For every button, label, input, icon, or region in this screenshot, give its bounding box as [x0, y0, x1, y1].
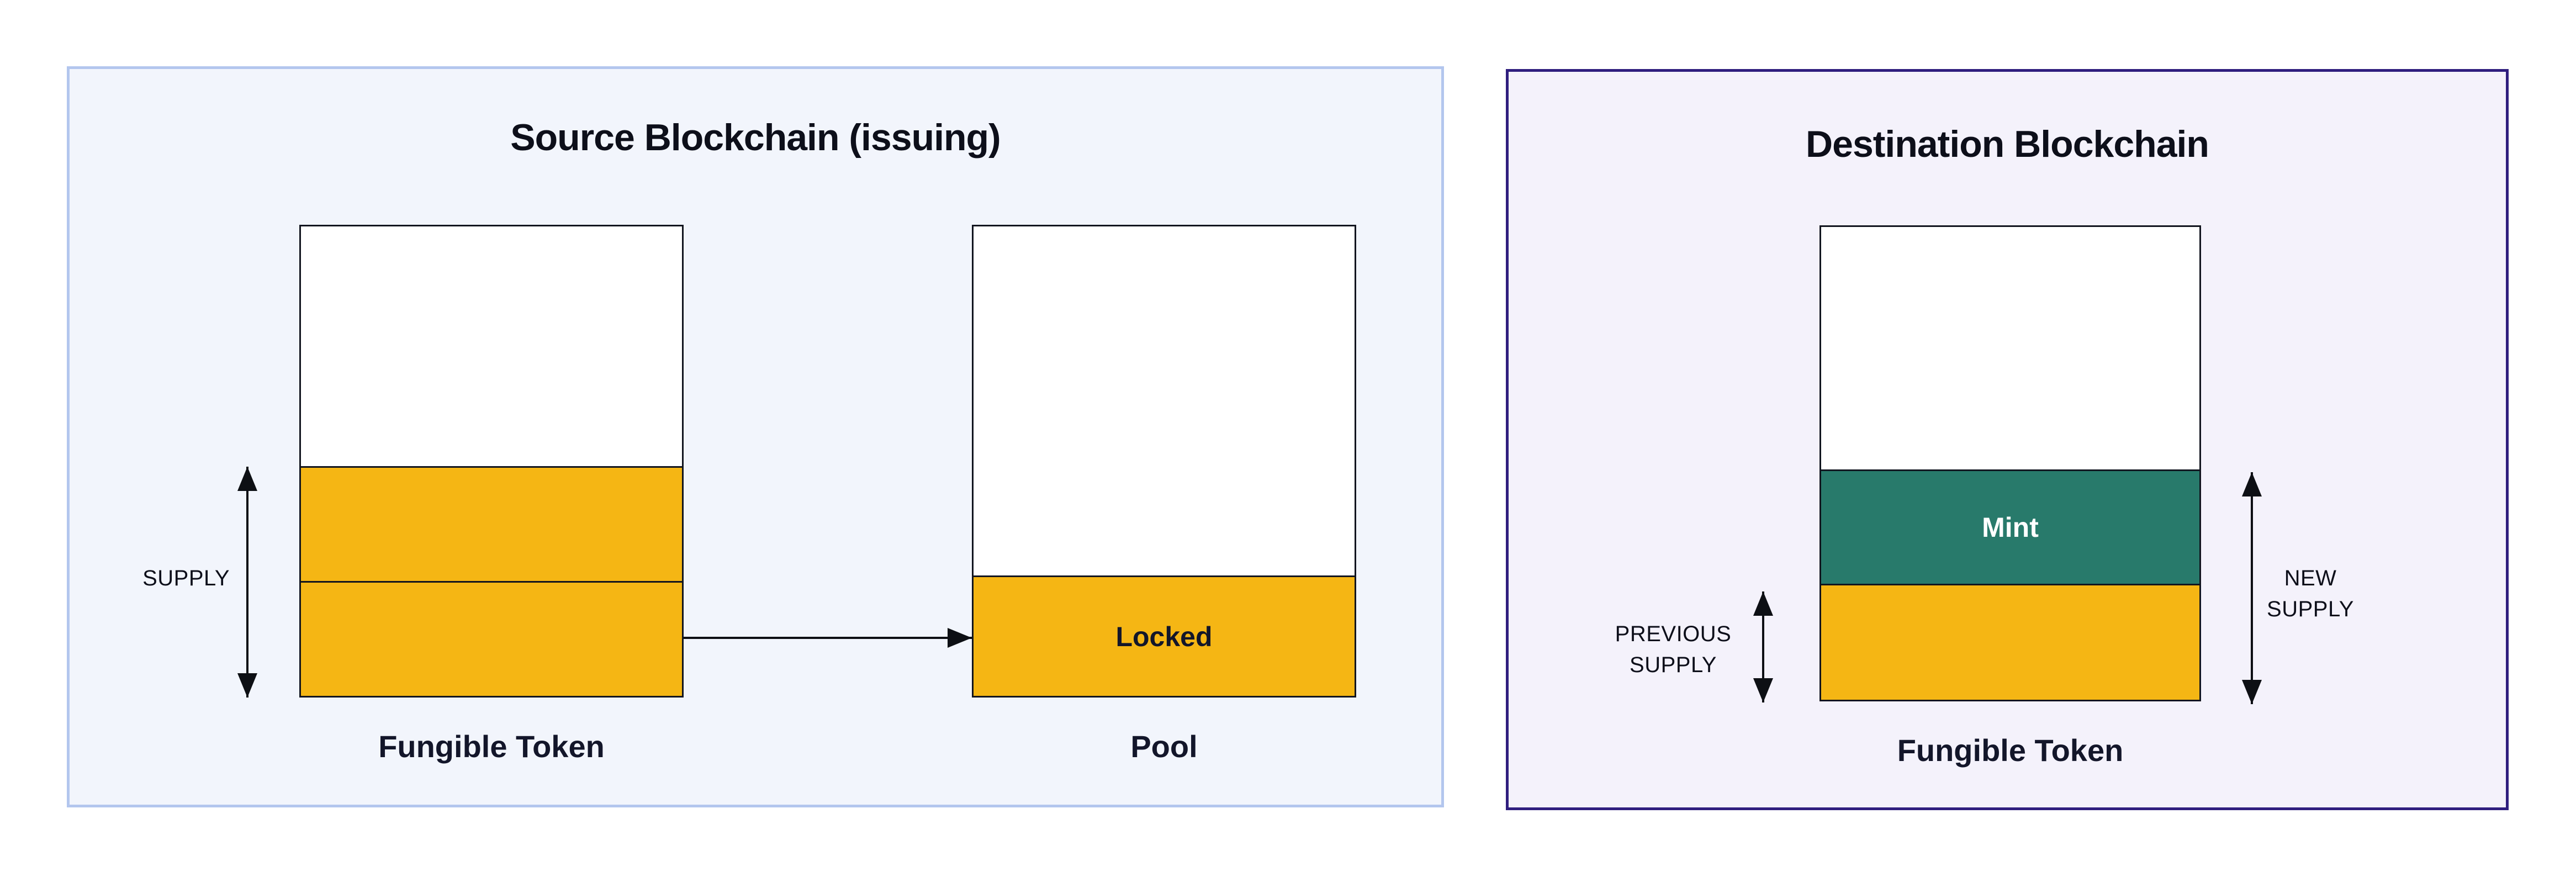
lock-transfer-arrow	[684, 628, 972, 648]
new-supply-label: NEW SUPPLY	[2200, 563, 2421, 625]
previous-supply-range-arrow	[1753, 591, 1773, 702]
source-fungible-token-bar	[299, 225, 684, 698]
unissued-supply-segment	[1821, 227, 2199, 469]
previous-supply-label-line2: SUPPLY	[1630, 653, 1717, 677]
mint-segment: Mint	[1821, 469, 2199, 584]
supply-label: SUPPLY	[142, 566, 230, 590]
destination-blockchain-panel: Destination Blockchain PREVIOUS SUPPLY M…	[1506, 69, 2509, 810]
destination-fungible-token-label: Fungible Token	[1897, 733, 2124, 768]
new-supply-label-line2: SUPPLY	[2267, 597, 2354, 621]
supply-upper-segment	[301, 466, 682, 581]
previous-supply-label-line1: PREVIOUS	[1615, 622, 1732, 646]
pool-label: Pool	[1130, 729, 1198, 764]
destination-fungible-token-bar: Mint	[1819, 225, 2201, 701]
previous-supply-label: PREVIOUS SUPPLY	[1563, 619, 1784, 680]
source-fungible-token-label: Fungible Token	[378, 729, 605, 764]
mint-label: Mint	[1982, 512, 2039, 543]
supply-range-arrow	[237, 467, 257, 698]
pool-empty-segment	[974, 226, 1355, 575]
source-panel-title: Source Blockchain (issuing)	[510, 117, 1001, 159]
locked-label: Locked	[1115, 621, 1213, 652]
new-supply-range-arrow	[2242, 472, 2262, 704]
new-supply-label-line1: NEW	[2284, 566, 2337, 590]
previous-supply-segment	[1821, 584, 2199, 700]
source-blockchain-panel: Source Blockchain (issuing) SUPPLY Locke…	[67, 66, 1444, 807]
unissued-supply-segment	[301, 226, 682, 466]
supply-lower-segment	[301, 581, 682, 696]
destination-panel-title: Destination Blockchain	[1806, 123, 2209, 165]
pool-bar: Locked	[972, 225, 1356, 698]
locked-segment: Locked	[974, 575, 1355, 696]
